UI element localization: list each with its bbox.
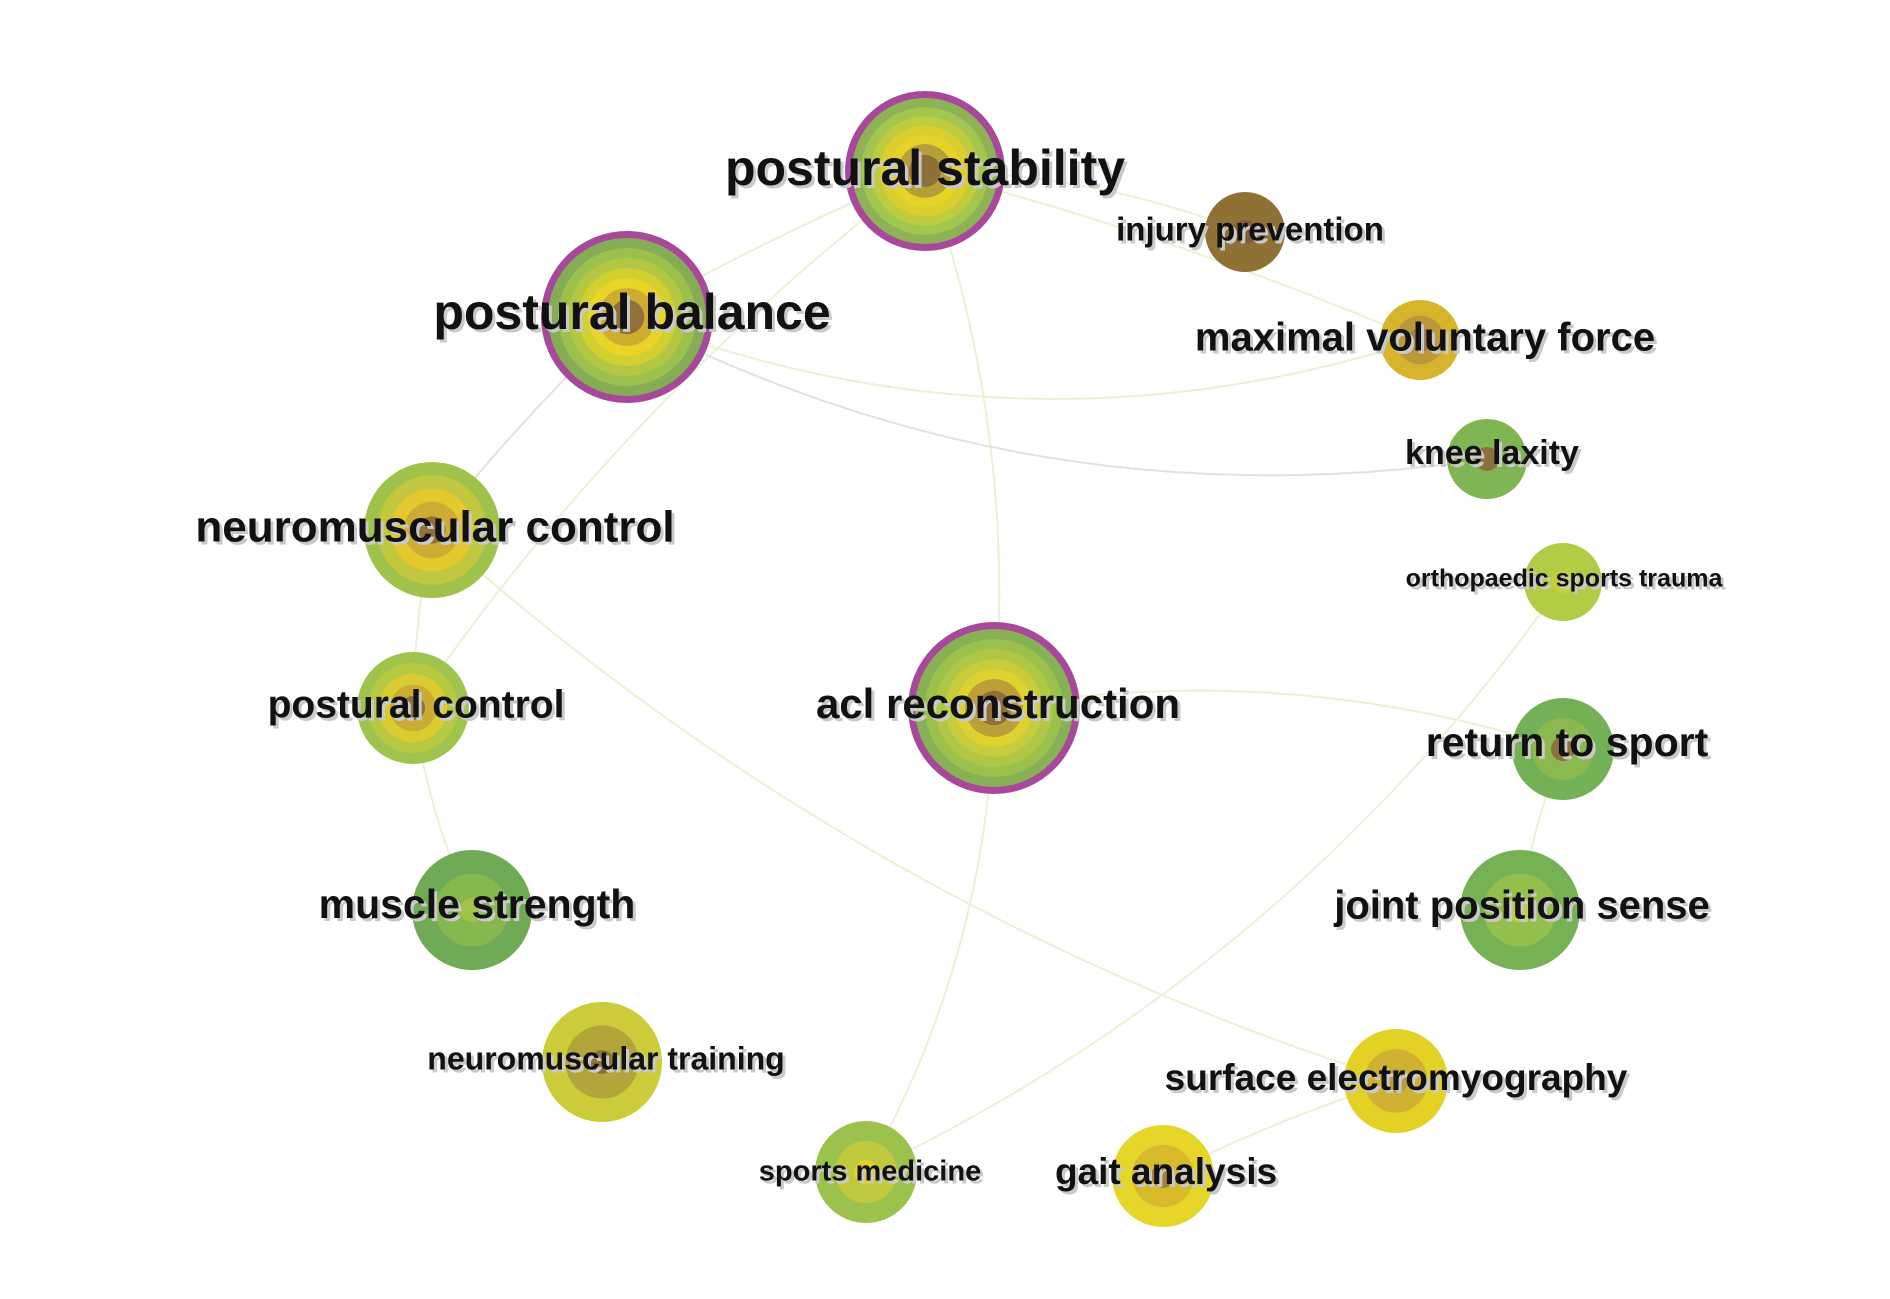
node-label-shadow: neuromuscular training [430,1043,787,1079]
node-label-orthopaedic-sports-trauma: orthopaedic sports trauma [1406,565,1724,593]
node-ring [609,299,645,335]
node-joint-position-sense[interactable] [1460,850,1580,970]
node-label-shadow: acl reconstruction [819,683,1183,730]
node-ring [854,1160,878,1184]
node-label-shadow: sports medicine [762,1159,984,1191]
node-maximal-voluntary-force[interactable] [1380,300,1460,380]
node-label-injury-prevention: injury prevention [1116,211,1384,248]
node-label-shadow: neuromuscular control [198,506,677,555]
node-gait-analysis[interactable] [1112,1125,1214,1227]
edge-orthopaedic-sports-trauma-to-sports-medicine [865,581,1564,1173]
node-label-gait-analysis: gait analysis [1055,1151,1277,1192]
node-knee-laxity[interactable] [1447,419,1527,499]
node-label-joint-position-sense: joint position sense [1333,884,1710,928]
node-sports-medicine[interactable] [815,1121,917,1223]
edge-postural-balance-to-maximal-voluntary-force [626,316,1421,400]
node-label-shadow: muscle strength [322,884,639,930]
edge-postural-balance-to-knee-laxity [626,316,1488,477]
node-ring [401,696,425,720]
node-label-return-to-sport: return to sport [1426,719,1709,765]
node-acl-reconstruction[interactable] [908,622,1080,794]
node-ring [1384,1069,1408,1093]
node-label-neuromuscular-training: neuromuscular training [427,1040,784,1076]
node-label-shadow: injury prevention [1119,214,1387,251]
node-label-shadow: postural control [271,686,568,729]
node-label-acl-reconstruction: acl reconstruction [816,680,1180,727]
node-label-knee-laxity: knee laxity [1405,434,1579,472]
edge-postural-stability-to-postural-control [412,170,926,709]
node-return-to-sport[interactable] [1512,698,1614,800]
edge-neuromuscular-control-to-surface-electromyography [431,529,1397,1082]
node-postural-stability[interactable] [845,91,1005,251]
node-ring [1551,570,1575,594]
node-postural-control[interactable] [357,652,469,764]
node-surface-electromyography[interactable] [1344,1029,1448,1133]
node-ring [418,516,446,544]
node-label-shadow: postural stability [728,143,1128,199]
node-label-shadow: gait analysis [1058,1154,1280,1195]
node-label-muscle-strength: muscle strength [319,881,636,927]
node-postural-balance[interactable] [541,231,713,403]
node-ring [976,690,1012,726]
node-label-shadow: surface electromyography [1168,1060,1631,1101]
node-ring [590,1050,614,1074]
node-label-shadow: knee laxity [1408,437,1582,475]
node-layer [357,91,1614,1227]
node-neuromuscular-training[interactable] [542,1002,662,1122]
node-ring [1508,898,1532,922]
node-ring [1475,447,1499,471]
node-orthopaedic-sports-trauma[interactable] [1524,543,1602,621]
node-ring [1408,328,1432,352]
node-injury-prevention[interactable] [1205,192,1285,272]
node-label-shadow: joint position sense [1336,887,1713,931]
node-ring [1151,1164,1175,1188]
node-label-shadow: orthopaedic sports trauma [1409,568,1727,596]
node-label-shadow: postural balance [436,287,833,343]
node-ring [909,155,941,187]
node-ring [1233,220,1257,244]
node-neuromuscular-control[interactable] [364,462,500,598]
node-label-postural-balance: postural balance [433,284,830,340]
node-label-shadow: return to sport [1429,722,1712,768]
node-label-neuromuscular-control: neuromuscular control [195,503,674,552]
node-ring [460,898,484,922]
node-label-postural-control: postural control [268,683,565,726]
node-label-shadow: maximal voluntary force [1198,319,1658,363]
node-label-maximal-voluntary-force: maximal voluntary force [1195,316,1655,360]
node-ring [1551,737,1575,761]
node-label-postural-stability: postural stability [725,140,1125,196]
node-muscle-strength[interactable] [412,850,532,970]
node-label-sports-medicine: sports medicine [759,1156,981,1188]
node-label-surface-electromyography: surface electromyography [1165,1057,1628,1098]
